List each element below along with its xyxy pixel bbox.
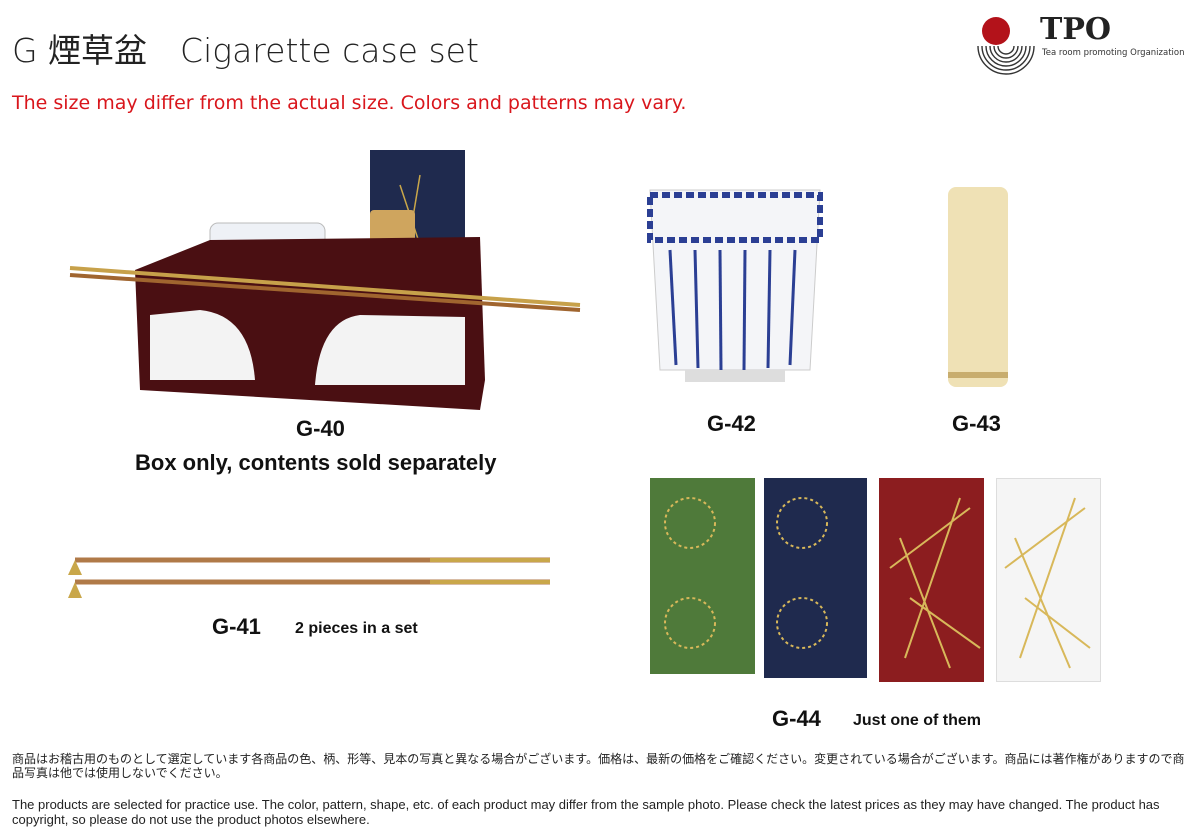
- g44-code: G-44: [772, 706, 821, 731]
- g41-note: 2 pieces in a set: [295, 620, 418, 637]
- footer-english: The products are selected for practice u…: [12, 797, 1160, 827]
- g41-product-image: [68, 557, 550, 598]
- page-title: G 煙草盆 Cigarette case set: [12, 31, 479, 70]
- g44-gold-patterns: [664, 497, 1091, 669]
- g43-product-image: [948, 187, 1008, 387]
- g40-note: Box only, contents sold separately: [135, 450, 497, 475]
- logo-mark-icon: [977, 17, 1035, 75]
- g40-code: G-40: [296, 416, 345, 441]
- footer-japanese: 商品はお稽古用のものとして選定しています各商品の色、柄、形等、見本の写真と異なる…: [12, 752, 1185, 780]
- logo-text: TPO: [1040, 12, 1112, 47]
- g43-code: G-43: [952, 411, 1001, 436]
- size-notice: The size may differ from the actual size…: [12, 92, 687, 114]
- g42-product-image: [647, 189, 823, 382]
- g40-product-image: [69, 150, 581, 410]
- g44-white-case: [996, 478, 1101, 682]
- logo-tagline: Tea room promoting Organization: [1042, 48, 1185, 58]
- g41-code: G-41: [212, 614, 261, 639]
- g42-code: G-42: [707, 411, 756, 436]
- g44-note: Just one of them: [853, 712, 982, 729]
- tpo-logo: TPO Tea room promoting Organization: [976, 12, 1191, 76]
